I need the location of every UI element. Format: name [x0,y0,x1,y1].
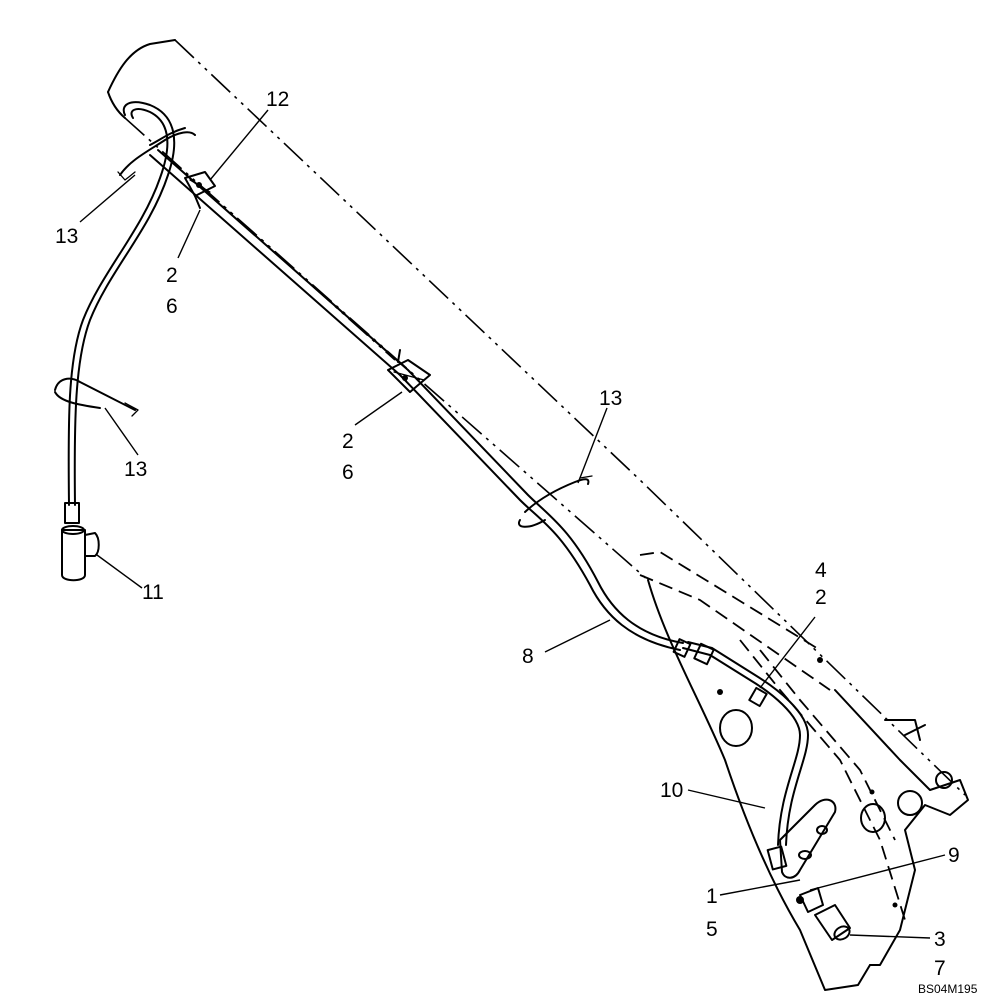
callout-1: 1 [706,885,718,908]
callout-3: 3 [934,928,946,951]
quick-coupler-3 [796,887,851,941]
drawing-reference-code: BS04M195 [918,982,978,996]
callout-12: 12 [266,88,289,111]
callout-8: 8 [522,645,534,668]
loader-arm-outline [107,39,966,796]
clamp-upper [184,171,216,209]
callout-11: 11 [142,581,164,604]
tie-strap-right [517,475,593,528]
callout-2-upper: 2 [166,264,178,287]
tie-strap-mid-left [54,377,139,417]
callout-2-lower: 2 [815,586,827,609]
callout-2-middle: 2 [342,430,354,453]
callout-13-mid-left: 13 [124,458,147,481]
callout-5: 5 [706,918,718,941]
callout-10: 10 [660,779,683,802]
callout-13-top: 13 [55,225,78,248]
callout-6-upper: 6 [166,295,178,318]
callout-6-middle: 6 [342,461,354,484]
callout-7: 7 [934,957,946,980]
hose-upper-loop [64,101,176,524]
elbow-fitting-11 [61,525,100,582]
clamp-middle [387,349,431,393]
callout-9: 9 [948,844,960,867]
callout-labels: 12 13 2 6 13 2 6 13 11 4 2 8 10 9 1 5 3 … [55,88,978,996]
callout-13-right: 13 [599,387,622,410]
arm-bracket-plates [639,551,969,991]
callout-4: 4 [815,559,827,582]
lower-steel-tube [672,638,809,871]
leader-lines [79,109,946,939]
tie-strap-top [117,127,196,181]
